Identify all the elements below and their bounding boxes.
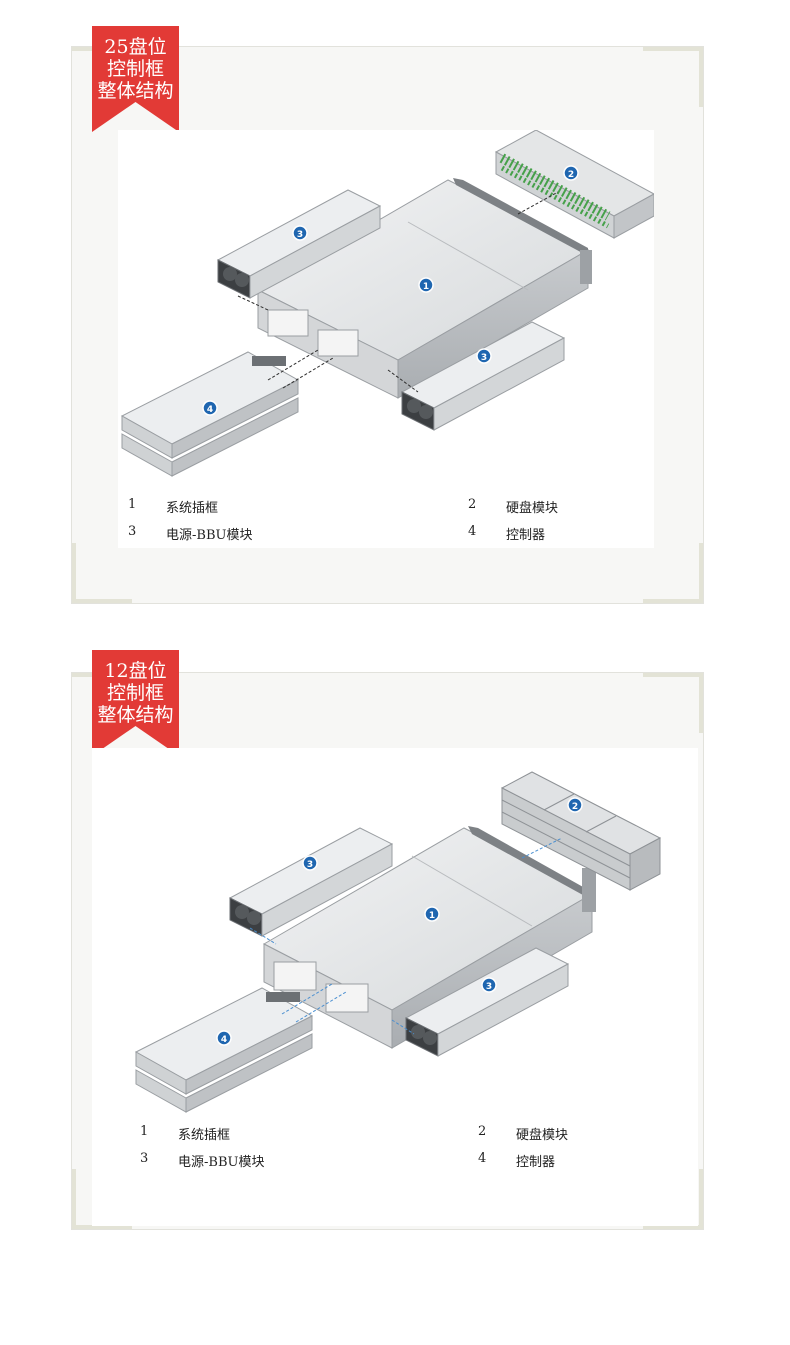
callout-badge: 3 bbox=[302, 855, 318, 871]
legend-number: 3 bbox=[128, 524, 137, 539]
ribbon-line: 整体结构 bbox=[97, 80, 174, 102]
callout-badge: 3 bbox=[476, 348, 492, 364]
legend-number: 4 bbox=[468, 524, 477, 539]
svg-text:1: 1 bbox=[423, 282, 429, 292]
legend-label: 系统插框 bbox=[178, 1128, 231, 1143]
legend-label: 控制器 bbox=[506, 528, 546, 543]
exploded-view-diagram: 1 2 3 3 4 bbox=[92, 748, 698, 1226]
system-enclosure bbox=[256, 178, 592, 399]
ribbon-line: 12盘位 bbox=[104, 660, 167, 682]
legend-label: 控制器 bbox=[516, 1155, 556, 1170]
legend-number: 2 bbox=[468, 497, 477, 512]
ribbon-line: 整体结构 bbox=[97, 704, 174, 726]
callout-badge: 4 bbox=[216, 1030, 232, 1046]
disk-module-array bbox=[500, 771, 662, 891]
legend-label: 硬盘模块 bbox=[506, 501, 559, 516]
controller-module bbox=[134, 987, 314, 1113]
svg-text:3: 3 bbox=[297, 230, 303, 240]
svg-text:2: 2 bbox=[568, 170, 574, 180]
legend-label: 电源-BBU模块 bbox=[166, 528, 253, 543]
svg-text:2: 2 bbox=[572, 802, 578, 812]
svg-text:3: 3 bbox=[307, 860, 313, 870]
power-bbu-module bbox=[228, 827, 394, 937]
callout-badge: 3 bbox=[292, 225, 308, 241]
legend-label: 硬盘模块 bbox=[516, 1128, 569, 1143]
svg-text:4: 4 bbox=[221, 1035, 227, 1045]
section-ribbon: 12盘位 控制框 整体结构 bbox=[92, 650, 179, 756]
ribbon-line: 25盘位 bbox=[104, 36, 167, 58]
svg-text:3: 3 bbox=[486, 982, 492, 992]
svg-text:3: 3 bbox=[481, 353, 487, 363]
section-ribbon: 25盘位 控制框 整体结构 bbox=[92, 26, 179, 132]
svg-text:1: 1 bbox=[429, 911, 435, 921]
callout-badge: 1 bbox=[418, 277, 434, 293]
controller-module bbox=[120, 351, 300, 477]
ribbon-line: 控制框 bbox=[106, 58, 164, 80]
legend-number: 1 bbox=[128, 497, 137, 512]
callout-badge: 2 bbox=[563, 165, 579, 181]
callout-badge: 3 bbox=[481, 977, 497, 993]
callout-badge: 4 bbox=[202, 400, 218, 416]
svg-text:4: 4 bbox=[207, 405, 213, 415]
legend-number: 2 bbox=[478, 1124, 487, 1139]
callout-badge: 2 bbox=[567, 797, 583, 813]
legend-label: 系统插框 bbox=[166, 501, 219, 516]
ribbon-line: 控制框 bbox=[106, 682, 164, 704]
power-bbu-module bbox=[400, 321, 566, 431]
callout-badge: 1 bbox=[424, 906, 440, 922]
legend-number: 4 bbox=[478, 1151, 487, 1166]
legend-number: 1 bbox=[140, 1124, 149, 1139]
legend-label: 电源-BBU模块 bbox=[178, 1155, 265, 1170]
legend-number: 3 bbox=[140, 1151, 149, 1166]
exploded-view-diagram: 1 2 3 3 4 bbox=[118, 129, 656, 548]
